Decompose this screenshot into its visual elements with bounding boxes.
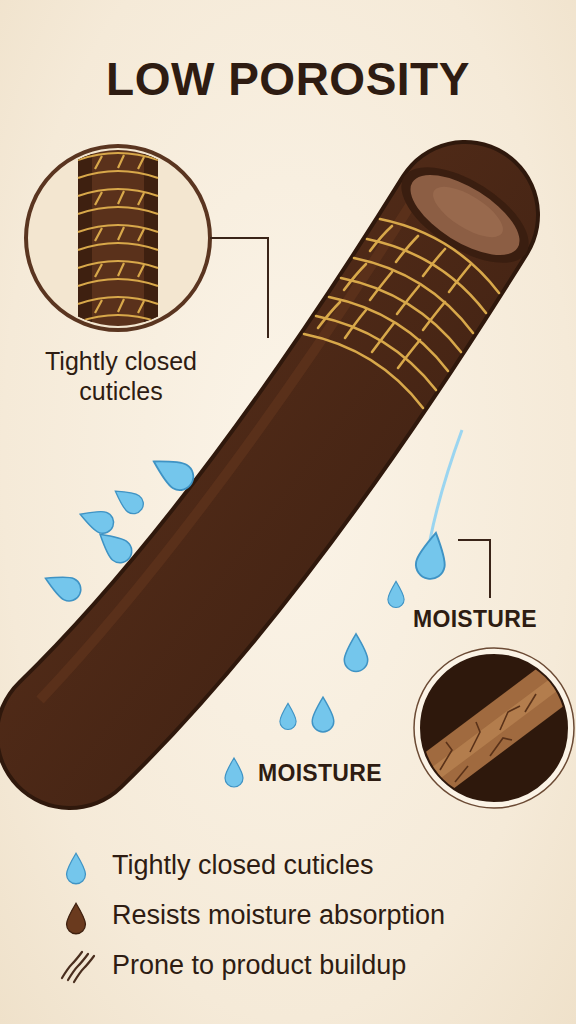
legend-text: Tightly closed cuticles	[112, 850, 374, 881]
legend-text: Prone to product buildup	[112, 950, 406, 981]
legend-text: Resists moisture absorption	[112, 900, 445, 931]
strand-inset	[400, 648, 574, 808]
leader-line	[210, 238, 268, 338]
cuticle-inset	[26, 140, 210, 340]
diagram-title: LOW POROSITY	[0, 52, 576, 106]
callout-label: Tightly closed cuticles	[14, 346, 228, 406]
moisture-label: MOISTURE	[413, 606, 537, 633]
leader-line	[458, 540, 490, 598]
legend-icons	[62, 853, 94, 982]
water-droplets	[41, 430, 462, 787]
moisture-label: MOISTURE	[258, 760, 382, 787]
cuticle-scales	[304, 219, 499, 408]
